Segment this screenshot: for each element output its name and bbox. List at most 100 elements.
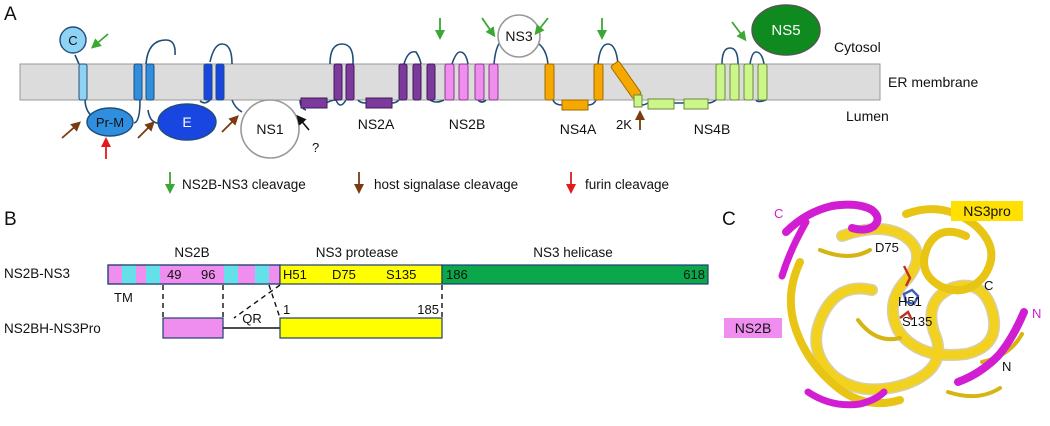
helicase-pos-618: 618: [683, 267, 705, 282]
tm-segment-4: [255, 265, 269, 284]
panel-b: B NS2B NS3 protease NS3 helicase NS2B-NS…: [4, 209, 709, 339]
cleavage-arrow-c-prm: [90, 33, 109, 49]
construct2-ns2b-bar: [162, 317, 224, 339]
cleavage-arrow-ns3-ns4a: [534, 17, 549, 36]
ns2b-pos-96: 96: [201, 267, 215, 282]
helicase-pos-186: 186: [446, 267, 468, 282]
ns3pro-loops: [818, 248, 1024, 399]
e-tm-helix-2: [215, 63, 225, 101]
ns3-label: NS3: [505, 28, 532, 44]
ns2b-n-terminus-label: N: [1032, 306, 1041, 321]
legend-furin-label: furin cleavage: [585, 177, 669, 192]
panel-b-letter: B: [4, 209, 17, 230]
legend-ns2b-ns3-label: NS2B-NS3 cleavage: [182, 177, 306, 192]
ns3pro-n-terminus-label: N: [1002, 359, 1011, 374]
envelope-protein: [157, 103, 217, 141]
ns4b-tm-helix-3: [743, 63, 754, 101]
ns1-label: NS1: [256, 121, 283, 137]
cleavage-arrow-ns2b-ns3: [481, 17, 496, 38]
tm-segment-1: [122, 265, 136, 284]
panel-c-letter: C: [722, 209, 736, 230]
tm-segment-2: [146, 265, 160, 284]
ns3pro-label: NS3pro: [963, 203, 1011, 219]
ns3pro-label-box: [951, 201, 1023, 221]
ns2b-pos-49: 49: [167, 267, 181, 282]
ns4b-tm-helix-1: [715, 63, 726, 101]
ns4b-tm-helix-4: [757, 63, 768, 101]
ns2b-label-box: [724, 318, 782, 338]
residue-h51: H51: [283, 267, 307, 282]
capsid-label: C: [68, 33, 77, 48]
tm-segment-3: [224, 265, 238, 284]
h51-label: H51: [898, 294, 922, 309]
ns3-protein: [497, 14, 541, 58]
protease-pos-185: 185: [417, 302, 439, 317]
h51-side-chain: [902, 288, 920, 306]
ns2b-c-terminus-label: C: [774, 206, 783, 221]
s135-side-chain: [899, 310, 914, 321]
ns3pro-strands-main: [811, 224, 999, 394]
construct1-name: NS2B-NS3: [4, 266, 70, 281]
panel-a-letter: A: [4, 4, 17, 25]
signalase-arrow-prm-e: [137, 121, 155, 139]
ns4a-tm-helix-2: [593, 63, 604, 101]
ns2a-tm-helix-1: [333, 63, 343, 101]
ns4b-lumenal-segment-2: [683, 98, 709, 110]
ns5-protein: [751, 4, 821, 56]
ns2b-ribbon-right: [954, 308, 1028, 386]
ns2b-ribbon-upper: [782, 200, 882, 236]
ns2a-lumenal-segment-1: [300, 97, 328, 109]
capsid-protein: [59, 26, 87, 54]
s135-label: S135: [902, 314, 932, 329]
helicase-header: NS3 helicase: [533, 245, 613, 260]
ns3pro-c-terminus-label: C: [984, 278, 993, 293]
ns4a-tm-helix-1: [544, 63, 555, 101]
ns2a-tm-helix-5: [426, 63, 436, 101]
map-line-protease-start: [268, 284, 281, 319]
construct2-name: NS2BH-NS3Pro: [4, 321, 101, 336]
polyprotein-backbone: [74, 37, 767, 125]
ns2a-tm-helix-2: [345, 63, 355, 101]
protease-pos-1: 1: [283, 302, 290, 317]
helicase-domain-bar: [441, 264, 709, 285]
ns5-label: NS5: [771, 22, 800, 39]
ns1-protein: [240, 99, 300, 159]
k2-label: 2K: [616, 117, 632, 132]
tm-label: TM: [114, 290, 133, 305]
residue-d75: D75: [332, 267, 356, 282]
d75-label: D75: [875, 240, 899, 255]
er-membrane-label: ER membrane: [888, 74, 978, 90]
ns3pro-strands-shadow: [810, 223, 1001, 396]
ns4b-label: NS4B: [694, 121, 731, 137]
ns2a-label: NS2A: [358, 116, 395, 132]
ns2a-tm-helix-4: [412, 63, 422, 101]
panel-c: C NS3pro NS2B D75 H51 S135 C N: [722, 200, 1041, 409]
capsid-tm-helix: [78, 63, 88, 101]
protease-header: NS3 protease: [316, 245, 399, 260]
cleavage-legend: NS2B-NS3 cleavage host signalase cleavag…: [165, 172, 669, 194]
ns2b-tm-helix-2: [458, 63, 469, 101]
ns2b-ns3-cleavage-arrows: [90, 17, 747, 49]
ns2b-structure-label: NS2B: [735, 320, 772, 336]
signalase-arrow-c-prm: [61, 121, 82, 139]
ns2a-lumenal-segment-2: [365, 97, 393, 109]
lumen-label: Lumen: [846, 108, 889, 124]
map-line-protease-diag: [233, 284, 281, 319]
prm-label: Pr-M: [96, 115, 124, 130]
ns2b-header: NS2B: [174, 245, 209, 260]
legend-signalase-label: host signalase cleavage: [374, 177, 518, 192]
k2-peptide: [633, 94, 643, 108]
ns2a-tm-helix-3: [398, 63, 408, 101]
ns4b-lumenal-segment-1: [647, 98, 675, 110]
unknown-cleavage-arrow: [296, 114, 310, 131]
e-tm-helix-1: [203, 63, 213, 101]
host-signalase-cleavage-arrows: [61, 110, 645, 139]
residue-s135: S135: [386, 267, 416, 282]
catalytic-triad-sticks: [899, 265, 920, 321]
ns2b-label: NS2B: [449, 116, 486, 132]
prm-tm-helix-2: [145, 63, 155, 101]
ns4a-lumenal-segment: [561, 99, 589, 111]
ns2b-ribbon-left: [778, 218, 810, 280]
ns3pro-ribbon-structure: [786, 205, 1024, 408]
